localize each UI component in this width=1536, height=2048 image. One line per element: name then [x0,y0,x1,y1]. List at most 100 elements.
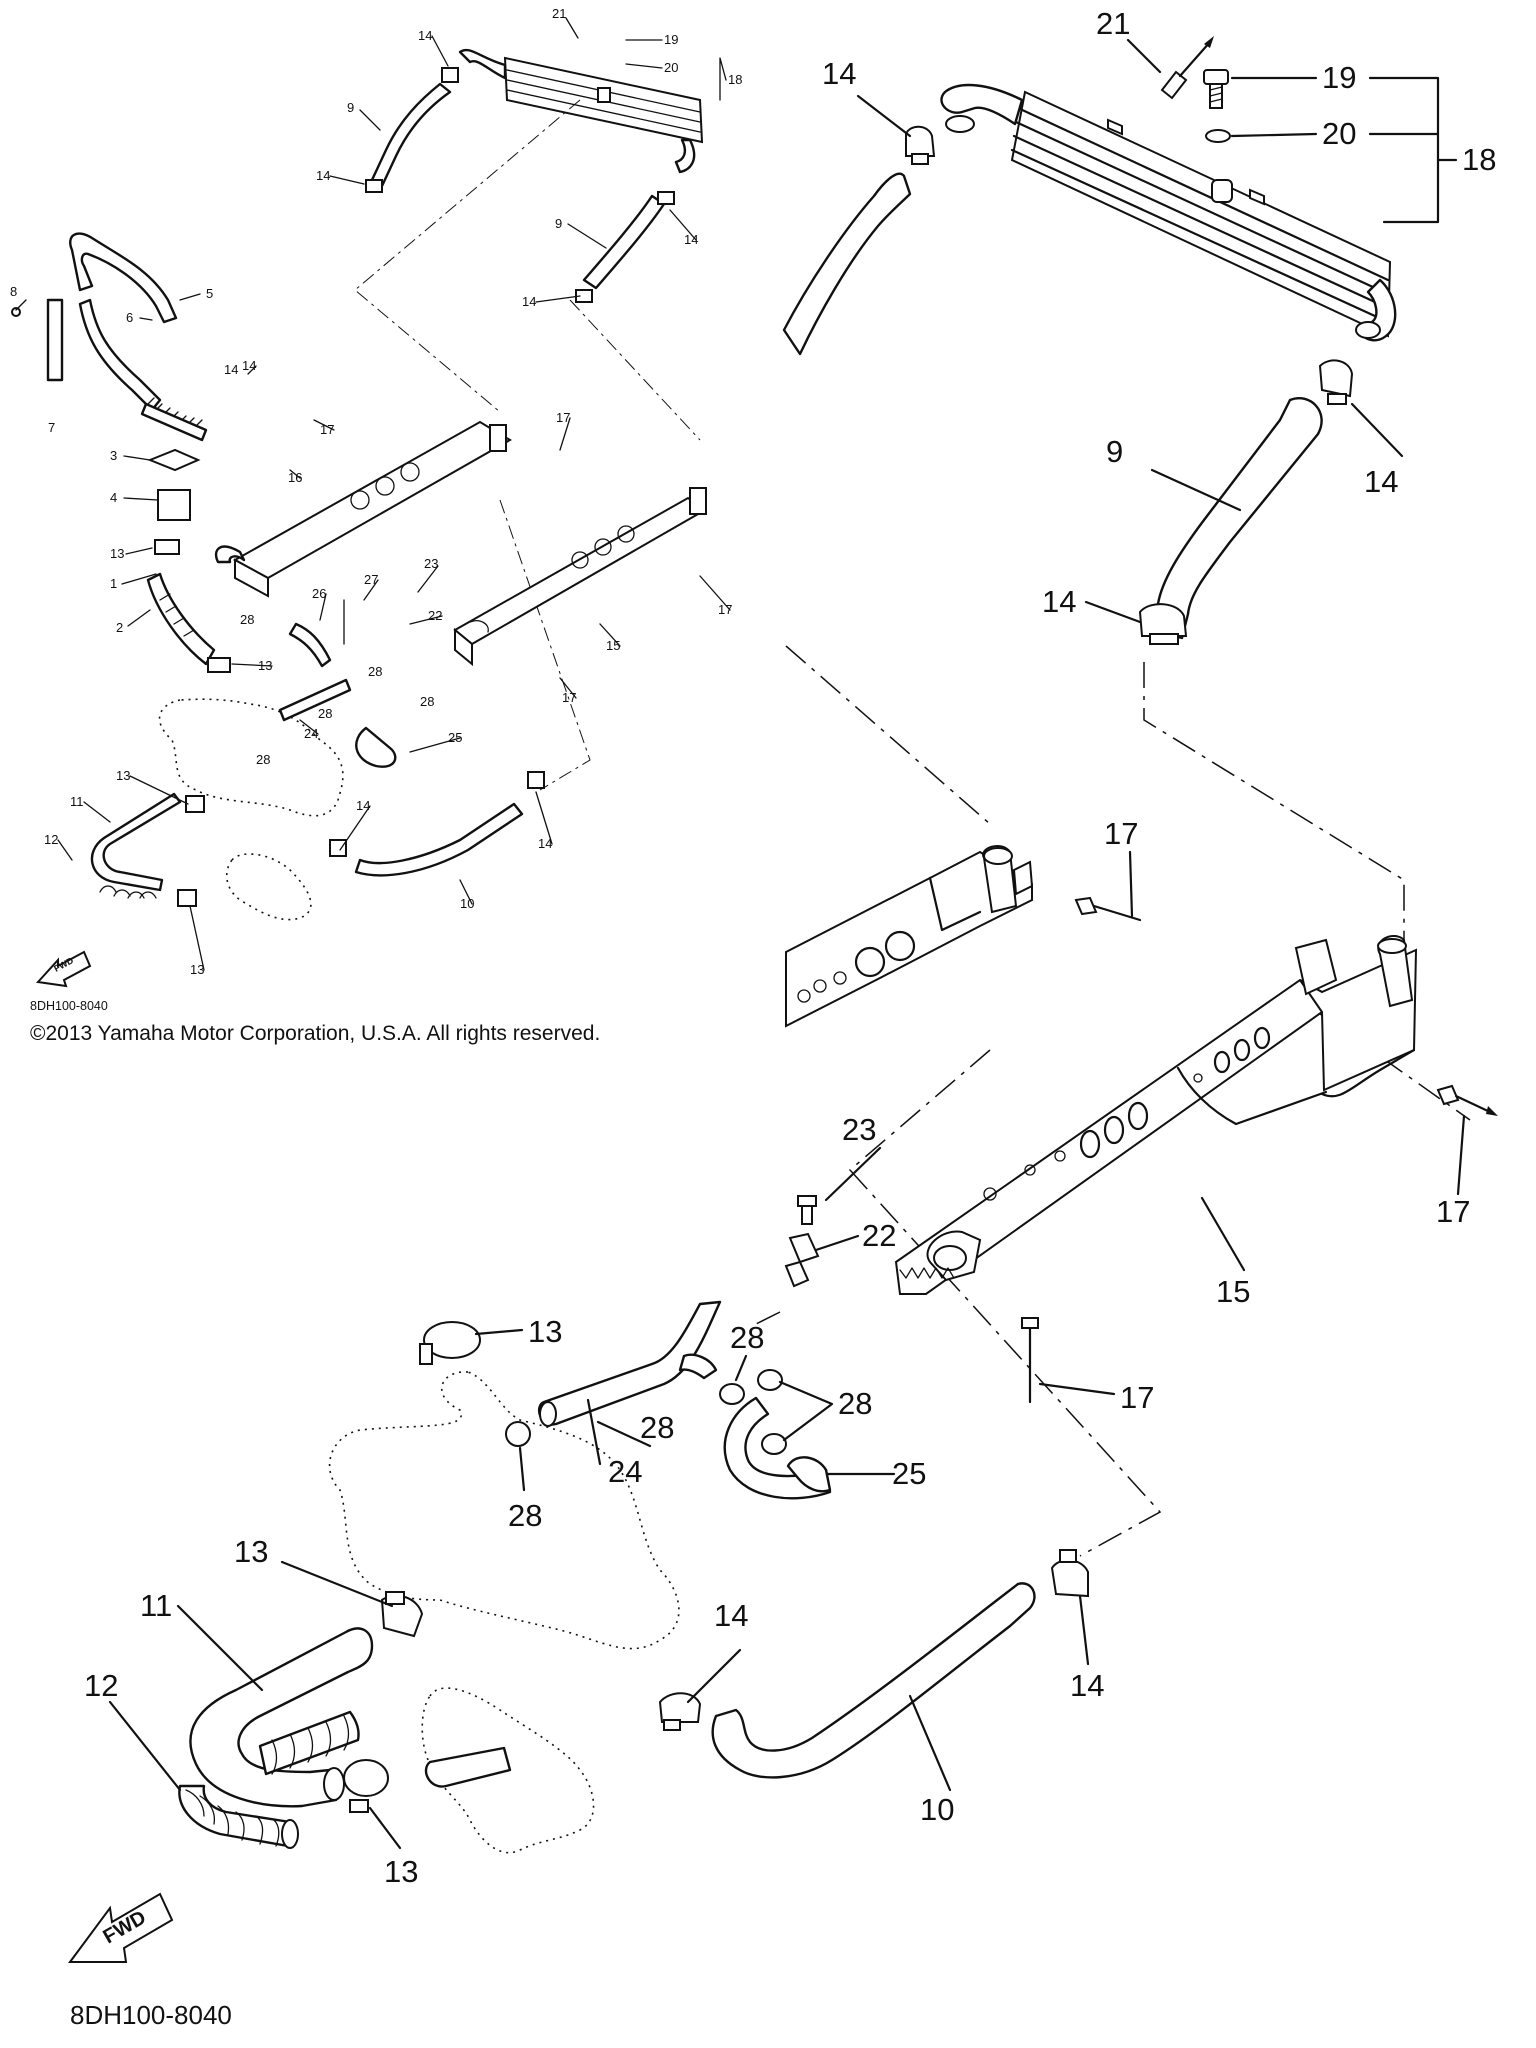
detail-callout: 23 [842,1112,876,1147]
overview-engine-outline [158,698,344,817]
overview-callout: 10 [460,896,474,911]
overview-callout: 14 [522,294,536,309]
detail-leader-lines [108,38,1466,1850]
overview-cap-3 [147,448,201,472]
detail-callout: 21 [1096,6,1130,41]
detail-bracket-22 [784,1232,820,1288]
detail-callout: 17 [1104,816,1138,851]
detail-diagram: FWD 21 19 20 18 14 14 9 14 17 17 23 22 1… [68,6,1498,2030]
detail-bolt-23 [797,1195,817,1225]
detail-clamp-14-lower [1138,603,1188,645]
detail-hose-left-top [782,172,912,356]
overview-pipe-24 [278,678,352,722]
overview-callout: 14 [316,168,330,183]
overview-clamp-14 [365,179,383,193]
overview-callout: 26 [312,586,326,601]
overview-callout: 15 [606,638,620,653]
overview-clamp-14 [441,67,459,83]
detail-engine-outline [328,1371,680,1650]
overview-callout: 19 [664,32,678,47]
overview-hose-1-2 [146,572,216,666]
overview-callout: 6 [126,310,133,325]
detail-callout: 22 [862,1218,896,1253]
detail-leader-dash [785,645,991,825]
copyright-notice: ©2013 Yamaha Motor Corporation, U.S.A. A… [30,1022,600,1045]
detail-callout: 17 [1120,1380,1154,1415]
overview-callout: 1 [110,576,117,591]
detail-radiator-16 [785,844,1034,1028]
overview-callout: 17 [718,602,732,617]
detail-callout: 24 [608,1454,642,1489]
detail-callout: 18 [1462,142,1496,177]
detail-callout: 15 [1216,1274,1250,1309]
overview-callout: 28 [420,694,434,709]
detail-leader-dash [1143,662,1405,940]
overview-callout: 28 [368,664,382,679]
detail-hose-12-coil [178,1710,360,1849]
detail-clamp-13-upper [419,1321,481,1365]
overview-callout: 28 [256,752,270,767]
overview-callout: 17 [562,690,576,705]
overview-callout: 7 [48,420,55,435]
overview-radiator-16 [214,420,512,598]
overview-callout: 14 [356,798,370,813]
overview-callout: 17 [556,410,570,425]
overview-callout: 13 [190,962,204,977]
detail-bolt-19 [1203,69,1229,109]
overview-callout: 9 [347,100,354,115]
detail-clamp-28 [719,1383,745,1405]
overview-oil-cooler [458,48,704,174]
detail-callout: 14 [1042,584,1076,619]
overview-callout: 22 [428,608,442,623]
overview-callout: 28 [240,612,254,627]
detail-clamp-28 [761,1433,787,1455]
detail-callout: 19 [1322,60,1356,95]
overview-callout: 13 [110,546,124,561]
overview-callout: 17 [320,422,334,437]
detail-callout: 17 [1436,1194,1470,1229]
detail-pin-17-a [1074,896,1142,922]
overview-callout: 25 [448,730,462,745]
overview-callout: 2 [116,620,123,635]
overview-callout: 18 [728,72,742,87]
overview-callout: 3 [110,448,117,463]
overview-callout: 28 [318,706,332,721]
detail-oil-cooler-18 [940,83,1397,342]
overview-callout: 14 [418,28,432,43]
detail-hose-25 [723,1396,832,1500]
detail-clamp-28 [505,1421,531,1447]
overview-callout: 9 [555,216,562,231]
overview-callout: 4 [110,490,117,505]
detail-callout: 20 [1322,116,1356,151]
overview-hose-25 [355,726,397,768]
overview-callout: 14 [224,362,238,377]
overview-hose-9-upper [370,82,452,188]
overview-housing-4 [157,489,191,521]
overview-fwd-arrow [35,950,92,988]
detail-callout: 13 [234,1534,268,1569]
detail-callout: 28 [640,1410,674,1445]
detail-hose-9 [1148,397,1323,640]
detail-callout: 14 [822,56,856,91]
detail-tube-28 [678,1353,718,1380]
detail-callout: 28 [838,1386,872,1421]
overview-hose-26 [288,622,332,668]
detail-clamp-14-top [905,125,936,165]
detail-clamp-13-hose11 [380,1591,424,1638]
detail-radiator-15 [894,935,1418,1295]
overview-callout: 14 [242,358,256,373]
overview-callout: 24 [304,726,318,741]
overview-callout: 13 [116,768,130,783]
overview-shaft-housing [225,853,312,921]
detail-callout: 14 [1070,1668,1104,1703]
detail-clamp-28 [757,1369,783,1391]
detail-fwd-arrow [68,1892,174,1963]
detail-leader-dash [848,1049,1162,1557]
detail-diagram-code: 8DH100-8040 [70,2000,232,2030]
detail-clamp-13-lower [343,1759,389,1813]
detail-pin-17-c [1021,1317,1039,1404]
detail-callout: 28 [730,1320,764,1355]
overview-diagram-code: 8DH100-8040 [30,999,108,1013]
detail-callout: 10 [920,1792,954,1827]
overview-hose-11 [90,792,182,892]
